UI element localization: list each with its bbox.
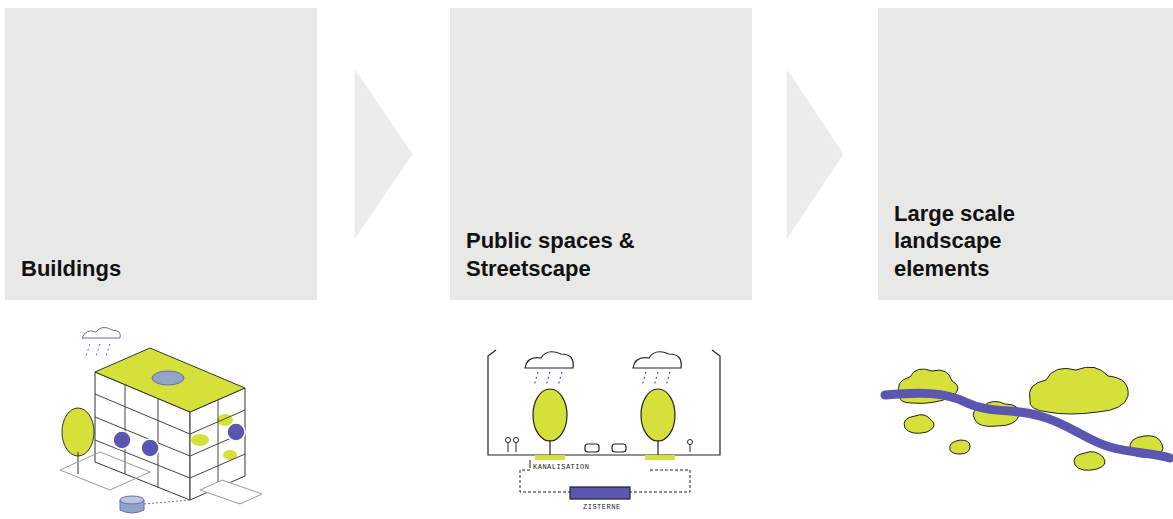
chevron-arrow [355, 69, 413, 239]
chevron-arrow [787, 69, 844, 239]
illustration-label: ZISTERNE [582, 503, 622, 511]
stage-box: Large scale landscape elements [878, 8, 1173, 300]
stage-box: Buildings [5, 8, 317, 300]
street-section-illustration [488, 350, 720, 499]
stage-title: Large scale landscape elements [894, 200, 1044, 283]
illustration-label: KANALISATION [532, 463, 590, 471]
stage-title: Buildings [21, 255, 121, 283]
building-illustration [60, 327, 262, 513]
stage-title: Public spaces & Streetscape [466, 227, 666, 282]
landscape-illustration [885, 367, 1170, 470]
stage-box: Public spaces & Streetscape [450, 8, 752, 300]
